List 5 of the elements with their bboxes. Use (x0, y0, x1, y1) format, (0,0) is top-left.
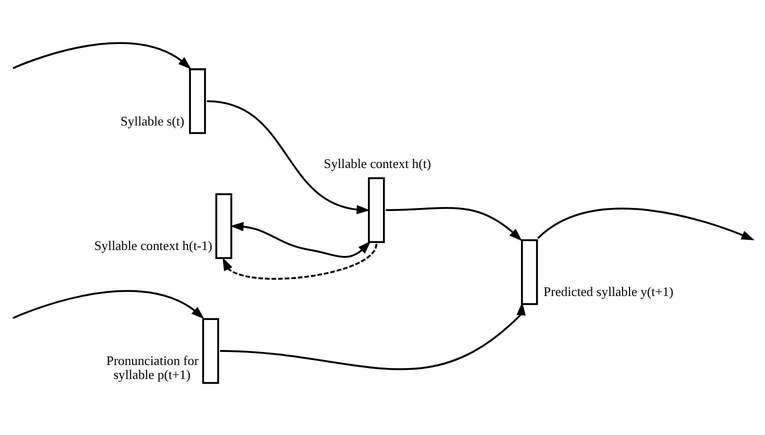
node-label: Syllable context h(t) (324, 156, 431, 171)
node-label: Syllable context h(t-1) (94, 238, 212, 253)
node-label: Pronunciation for syllable p(t+1) (106, 352, 199, 382)
node-label: Predicted syllable y(t+1) (544, 284, 674, 299)
node-label: Syllable s(t) (120, 112, 184, 128)
